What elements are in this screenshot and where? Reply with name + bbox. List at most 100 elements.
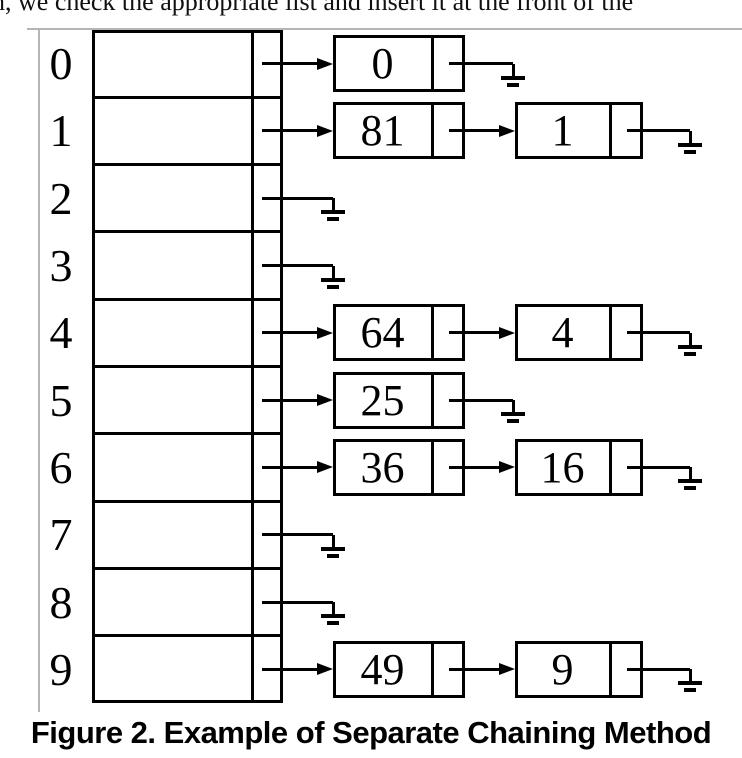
next-pointer-wire (448, 667, 501, 671)
list-node (333, 102, 465, 160)
pointer-wire (262, 667, 319, 671)
null-ground-icon (684, 486, 696, 491)
arrowhead-icon (499, 326, 515, 339)
pointer-wire (262, 465, 319, 469)
next-pointer-wire (448, 331, 501, 335)
page-top-text: n, we check the appropriate list and ins… (0, 0, 634, 16)
node-divider (608, 438, 612, 496)
null-ground-icon (321, 210, 345, 215)
list-node (333, 35, 465, 93)
arrowhead-icon (317, 57, 333, 70)
arrowhead-icon (499, 461, 515, 474)
node-value: 81 (360, 106, 405, 156)
node-divider (430, 640, 434, 698)
null-ground-icon (327, 217, 339, 222)
array-row-separator (92, 230, 283, 234)
null-ground-icon (501, 412, 525, 417)
bucket-index-label: 2 (49, 172, 73, 224)
bucket-index-label: 5 (49, 374, 73, 426)
pointer-wire (262, 600, 333, 604)
node-divider (608, 102, 612, 160)
bucket-index-label: 3 (49, 240, 73, 292)
pointer-wire (262, 264, 333, 268)
node-value: 36 (360, 442, 405, 492)
arrowhead-icon (317, 124, 333, 137)
array-row-separator (92, 499, 283, 503)
null-pointer-wire (626, 331, 690, 335)
figure-border-left (38, 28, 40, 712)
array-row-separator (92, 297, 283, 301)
next-pointer-wire (448, 129, 501, 133)
null-pointer-wire (626, 465, 690, 469)
arrowhead-icon (317, 461, 333, 474)
list-node (333, 371, 465, 429)
null-ground-stem (688, 669, 692, 682)
null-ground-icon (327, 621, 339, 626)
node-value: 4 (551, 308, 574, 358)
node-value: 16 (540, 442, 585, 492)
array-row-separator (92, 566, 283, 570)
null-ground-icon (321, 546, 345, 551)
node-value: 1 (551, 106, 574, 156)
null-ground-stem (688, 130, 692, 143)
null-ground-icon (327, 284, 339, 289)
bucket-index-label: 7 (49, 509, 73, 561)
bucket-index-label: 8 (49, 576, 73, 628)
node-divider (430, 102, 434, 160)
null-ground-icon (684, 351, 696, 356)
node-value: 9 (551, 644, 574, 694)
array-row-separator (92, 95, 283, 99)
arrowhead-icon (317, 326, 333, 339)
null-ground-stem (511, 63, 515, 76)
figure-caption: Figure 2. Example of Separate Chaining M… (30, 715, 712, 750)
null-ground-stem (688, 332, 692, 345)
null-ground-icon (501, 75, 525, 80)
node-value: 0 (371, 39, 394, 89)
arrowhead-icon (317, 394, 333, 407)
node-divider (430, 304, 434, 362)
pointer-wire (262, 62, 319, 66)
null-ground-stem (688, 467, 692, 480)
pointer-wire (262, 129, 319, 133)
array-row-separator (92, 634, 283, 638)
null-ground-icon (327, 553, 339, 558)
list-node (515, 304, 643, 362)
list-node (515, 640, 643, 698)
null-pointer-wire (448, 62, 513, 66)
node-divider (430, 35, 434, 93)
null-ground-icon (507, 419, 519, 424)
arrowhead-icon (499, 124, 515, 137)
figure-border-top (27, 28, 742, 30)
null-pointer-wire (626, 129, 690, 133)
null-pointer-wire (626, 667, 690, 671)
array-row-separator (92, 163, 283, 167)
null-ground-icon (321, 614, 345, 619)
node-value: 49 (360, 644, 405, 694)
null-ground-stem (331, 602, 335, 615)
null-ground-stem (331, 534, 335, 547)
null-ground-icon (678, 681, 702, 686)
null-ground-icon (684, 149, 696, 154)
null-ground-icon (678, 142, 702, 147)
bucket-index-label: 4 (49, 307, 73, 359)
list-node (515, 438, 643, 496)
array-row-separator (92, 365, 283, 368)
node-divider (430, 438, 434, 496)
null-ground-icon (678, 479, 702, 484)
array-row-separator (92, 432, 283, 436)
null-ground-stem (331, 198, 335, 211)
next-pointer-wire (448, 465, 501, 469)
pointer-wire (262, 196, 333, 200)
pointer-wire (262, 331, 319, 335)
bucket-index-label: 1 (49, 105, 73, 157)
bucket-index-label: 9 (49, 643, 73, 695)
null-ground-stem (331, 265, 335, 278)
null-ground-icon (684, 688, 696, 693)
bucket-index-label: 6 (49, 441, 73, 493)
pointer-wire (262, 398, 319, 402)
node-value: 64 (360, 308, 405, 358)
null-pointer-wire (448, 398, 513, 402)
pointer-wire (262, 533, 333, 537)
arrowhead-icon (317, 663, 333, 676)
null-ground-icon (321, 277, 345, 282)
